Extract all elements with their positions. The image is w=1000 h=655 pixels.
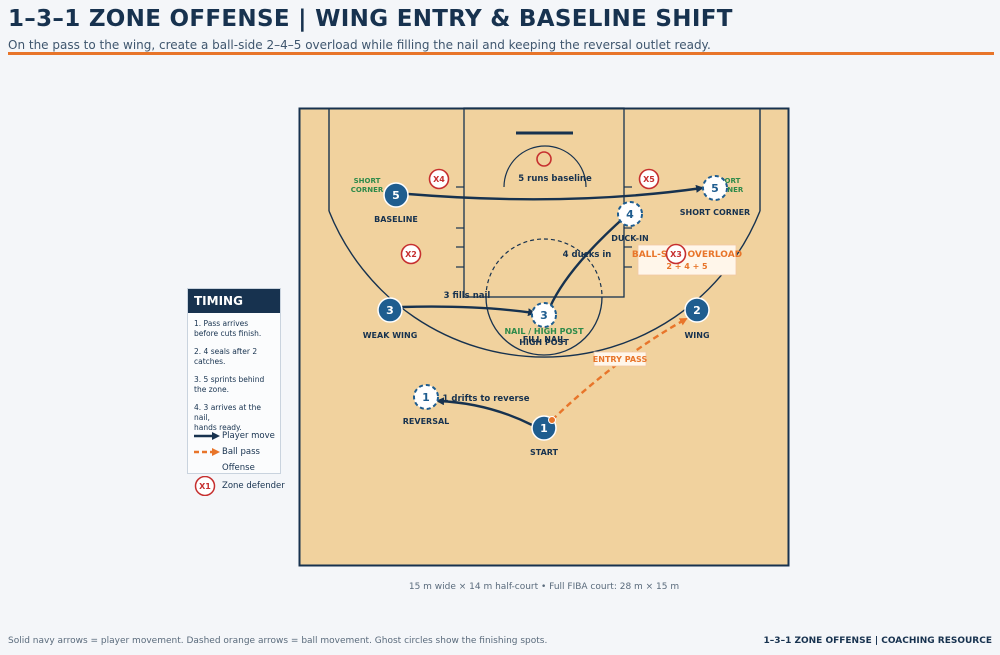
timing-item: 3. 5 sprints behind the zone. (194, 375, 265, 394)
svg-text:5: 5 (711, 182, 719, 195)
move-arrow-4-duck-in (548, 207, 636, 308)
svg-text:5: 5 (392, 189, 400, 202)
page-subtitle: On the pass to the wing, create a ball-s… (8, 38, 711, 52)
free-throw-circle-top (485, 238, 603, 298)
defender-x3: X3 (665, 243, 687, 265)
legend: Player move Ball pass Offense X1 Zone de… (190, 428, 310, 496)
entry-pass-arrow (551, 317, 688, 421)
timing-list: 1. Pass arrives before cuts finish. 2. 4… (188, 313, 280, 433)
page-title: 1–3–1 ZONE OFFENSE | WING ENTRY & BASELI… (8, 6, 733, 32)
legend-ball-pass: Ball pass (190, 444, 310, 460)
overload-callout-box (637, 244, 737, 276)
timing-title: TIMING (188, 289, 280, 313)
ghost-4-label: DUCK-IN (611, 234, 649, 243)
svg-text:1: 1 (540, 422, 548, 435)
footer-brand: 1–3–1 ZONE OFFENSE | COACHING RESOURCE (763, 636, 992, 646)
three-point-arc (328, 210, 761, 358)
svg-text:3: 3 (386, 304, 394, 317)
ghost-player-3: 3 FILL NAIL (523, 302, 565, 344)
timing-panel: TIMING 1. Pass arrives before cuts finis… (187, 288, 281, 474)
offense-2-label: WING (684, 331, 709, 340)
ball (548, 416, 556, 424)
label-3-fills-nail: 3 fills nail (444, 291, 491, 301)
ghost-player-1: 1 REVERSAL (403, 384, 450, 426)
rim (536, 151, 552, 167)
svg-text:3: 3 (540, 309, 548, 322)
label-1-drifts-to-reverse: 1 drifts to reverse (443, 394, 530, 404)
ghost-5-label: SHORT CORNER (680, 208, 750, 217)
svg-text:X1: X1 (199, 482, 211, 491)
svg-text:X3: X3 (670, 250, 682, 259)
label-5-runs-baseline: 5 runs baseline (518, 174, 592, 184)
legend-zone-defender: X1 Zone defender (190, 476, 310, 496)
overload-callout-title: BALL-SIDE OVERLOAD (632, 250, 742, 260)
ghost-1-label: REVERSAL (403, 417, 450, 426)
move-arrow-5-baseline (407, 184, 704, 201)
nail-post-label: NAIL / HIGH POST (504, 327, 584, 336)
offense-5-label: BASELINE (374, 215, 418, 224)
entry-pass-tag-bg (593, 351, 647, 367)
defender-x5: X5 (638, 168, 660, 190)
footer-note: Solid navy arrows = player movement. Das… (8, 636, 548, 646)
ghost-player-4: 4 DUCK-IN (611, 201, 649, 243)
offense-1-label: START (530, 448, 559, 457)
ghost-3-label: FILL NAIL (523, 335, 565, 344)
overload-callout-sub: 2 + 4 + 5 (666, 262, 708, 271)
entry-pass-tag: ENTRY PASS (593, 355, 648, 364)
title-rule (8, 52, 994, 55)
move-arrow-1-drift (436, 397, 533, 427)
svg-text:4: 4 (626, 208, 634, 221)
ghost-player-5: 5 SHORT CORNER (680, 175, 750, 217)
timing-item: 1. Pass arrives before cuts finish. (194, 319, 262, 338)
defender-x4: X4 (428, 168, 450, 190)
high-post-label: HIGH POST (519, 338, 569, 347)
offense-player-5: 5 BASELINE (374, 182, 418, 224)
label-4-ducks-in: 4 ducks in (563, 250, 612, 260)
timing-item: 2. 4 seals after 2 catches. (194, 347, 258, 366)
timing-item: 4. 3 arrives at the nail, hands ready. (194, 403, 261, 432)
legend-offense: Offense (222, 463, 255, 473)
restricted-area-arc (503, 145, 587, 188)
scale-caption: 15 m wide × 14 m half-court • Full FIBA … (408, 582, 680, 592)
svg-text:X4: X4 (433, 175, 445, 184)
defender-x2: X2 (400, 243, 422, 265)
offense-player-3: 3 WEAK WING (363, 297, 418, 340)
free-throw-circle-bottom (485, 296, 603, 356)
svg-text:X5: X5 (643, 175, 655, 184)
move-arrow-3-fill-nail (401, 305, 536, 317)
svg-text:2: 2 (693, 304, 701, 317)
svg-text:1: 1 (422, 391, 430, 404)
offense-player-2: 2 WING (684, 297, 710, 340)
offense-3-label: WEAK WING (363, 331, 418, 340)
legend-player-move: Player move (190, 428, 310, 444)
svg-text:X2: X2 (405, 250, 417, 259)
lane-hash-marks (456, 186, 632, 268)
